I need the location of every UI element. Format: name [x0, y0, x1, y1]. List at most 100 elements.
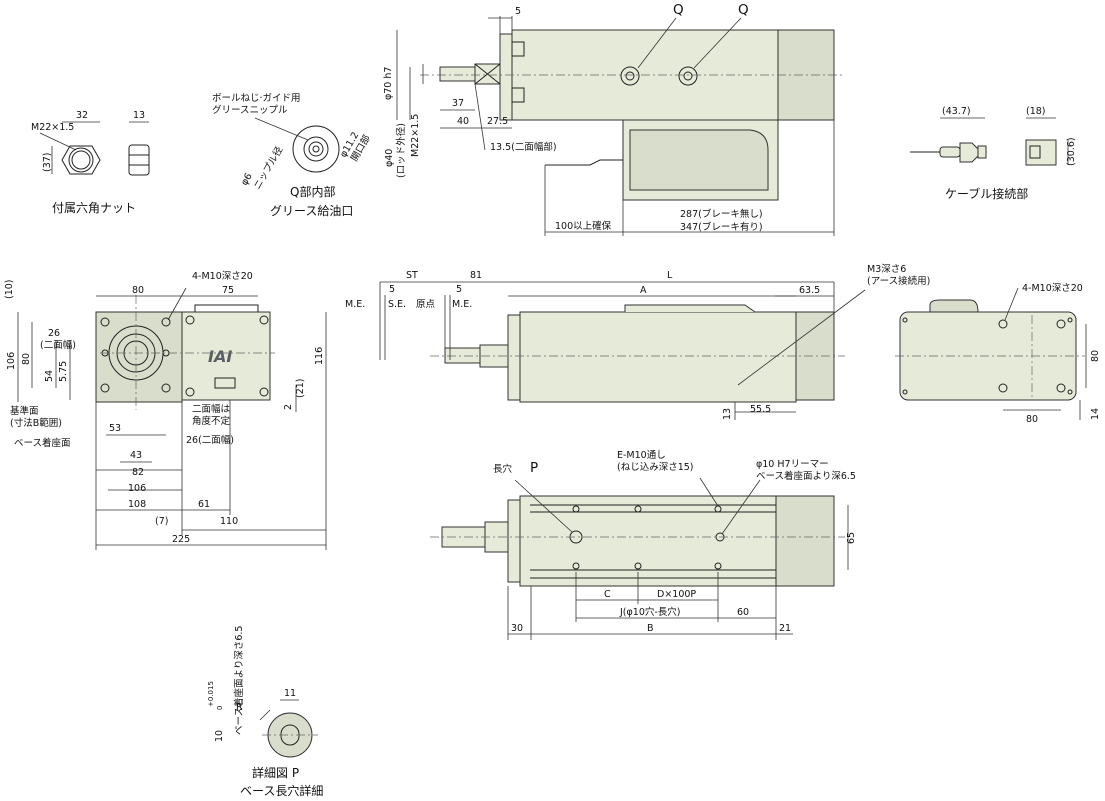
- top-dim-347: 347(ブレーキ有り): [680, 221, 763, 233]
- side-dim-5b: 5: [456, 284, 462, 295]
- top-view: Q Q 5 φ70 h7 φ40 (ロッド外径) M22×1.5 37 40 2…: [383, 2, 845, 236]
- front-view: IAI (10) 4-M10深さ20 80 75 26 (二面幅) 106 80…: [4, 271, 327, 550]
- top-dim-rod-label: (ロッド外径): [395, 123, 407, 178]
- cable-connection-view: (43.7) (18) (30.6) ケーブル接続部: [910, 106, 1077, 201]
- nipple-diameter-label: ニップル径: [251, 144, 285, 192]
- front-dim-108: 108: [128, 499, 146, 510]
- nut-width-label: 32: [76, 110, 88, 121]
- front-dim-54: 54: [44, 370, 55, 382]
- front-base-face: ベース着座面: [14, 437, 71, 449]
- side-dim-63-5: 63.5: [799, 285, 820, 296]
- bottom-view: 長穴 P E-M10通し (ねじ込み深さ15) φ10 H7リーマー ベース着座…: [430, 450, 857, 640]
- hex-nut-view: M22×1.5 32 13 (37) 付属六角ナット: [31, 110, 150, 215]
- iai-logo: IAI: [208, 347, 232, 366]
- bottom-dim-21: 21: [779, 623, 791, 634]
- q-detail-title2: グリース給油口: [270, 204, 353, 218]
- detail-p: 11 R 10 +0.015 0 ベース着座面より深さ6.5 詳細図 P ベース…: [207, 626, 323, 798]
- front-note2: 角度不定: [192, 415, 231, 427]
- top-dim-rod: φ40: [384, 149, 395, 167]
- front-ref-face: 基準面: [10, 405, 39, 417]
- front-dim-61: 61: [198, 499, 210, 510]
- side-dim-l: L: [667, 270, 673, 281]
- nipple-diameter: φ6: [239, 171, 255, 187]
- cable-title: ケーブル接続部: [945, 186, 1028, 201]
- side-ground-note: (アース接続用): [867, 275, 930, 287]
- side-origin: 原点: [416, 299, 436, 310]
- bottom-detail-marker: P: [530, 460, 538, 476]
- side-dim-a: A: [640, 285, 647, 296]
- rear-tap-label: 4-M10深さ20: [1022, 283, 1083, 294]
- side-dim-st: ST: [406, 270, 418, 281]
- top-dim-clearance: 100以上確保: [555, 220, 612, 232]
- rear-dim-80v: 80: [1090, 350, 1101, 362]
- bottom-thru-tap-depth: (ねじ込み深さ15): [617, 462, 694, 473]
- front-dim-21: (21): [295, 378, 306, 398]
- nut-thread-label: M22×1.5: [31, 122, 74, 133]
- side-ground-tap: M3深さ6: [867, 264, 906, 275]
- bottom-slot-label: 長穴: [493, 463, 513, 475]
- detail-dim-11: 11: [284, 688, 296, 699]
- grease-port-detail: ボールねじ·ガイド用 グリースニップル φ6 ニップル径 φ11.2 開口部 Q…: [212, 93, 373, 218]
- rear-dim-80h: 80: [1026, 414, 1038, 425]
- bottom-thru-tap: E-M10通し: [617, 450, 666, 461]
- q-detail-title1: Q部内部: [290, 184, 335, 199]
- side-dim-13: 13: [722, 408, 733, 420]
- bottom-dim-30: 30: [511, 623, 523, 634]
- detail-dim-10: 10: [214, 730, 225, 742]
- front-dim-106h: 106: [128, 483, 146, 494]
- detail-tol-upper: +0.015: [207, 681, 215, 707]
- front-dim-116: 116: [314, 347, 325, 365]
- front-dim-26: 26: [48, 328, 60, 339]
- top-dim-m22: M22×1.5: [410, 114, 421, 157]
- top-dim-37: 37: [452, 98, 464, 109]
- side-se: S.E.: [388, 299, 406, 310]
- top-dim-287: 287(ブレーキ無し): [680, 208, 763, 220]
- cable-dim-18: (18): [1026, 106, 1046, 117]
- nut-thickness-label: 13: [133, 110, 145, 121]
- side-view: ST 81 L 5 5 M.E. S.E. 原点 M.E. A 63.5 M3深…: [345, 264, 930, 420]
- cable-dim-43-7: (43.7): [942, 106, 971, 117]
- front-dim-10: (10): [4, 279, 15, 299]
- top-dim-27-5: 27.5: [487, 116, 508, 127]
- front-tap-label: 4-M10深さ20: [192, 271, 253, 282]
- bottom-dim-65: 65: [846, 532, 857, 544]
- front-dim-110: 110: [220, 516, 238, 527]
- bottom-dim-d: D×100P: [657, 589, 696, 600]
- detail-subtitle: ベース長穴詳細: [240, 783, 323, 798]
- bottom-dim-b: B: [647, 623, 654, 634]
- grease-nipple-note2: グリースニップル: [212, 104, 288, 116]
- detail-depth-note: ベース着座面より深さ6.5: [233, 626, 245, 735]
- front-note1: 二面幅は: [192, 403, 231, 415]
- front-dim-26-label: (二面幅): [40, 339, 76, 351]
- top-dim-5: 5: [515, 6, 521, 17]
- top-dim-13-5: 13.5(二面幅部): [490, 141, 557, 153]
- side-me2: M.E.: [452, 299, 472, 310]
- detail-r-label: R: [236, 702, 243, 713]
- front-dim-2: 2: [283, 404, 294, 410]
- nut-title: 付属六角ナット: [52, 201, 136, 215]
- side-me1: M.E.: [345, 299, 365, 310]
- front-dim-5-75: 5.75: [58, 361, 69, 382]
- front-dim-7: (7): [155, 516, 168, 527]
- front-dim-26-width: 26(二面幅): [186, 434, 234, 446]
- side-dim-5a: 5: [389, 284, 395, 295]
- grease-port-marker-1: Q: [673, 2, 684, 18]
- front-ref-range: (寸法B範囲): [10, 417, 62, 429]
- front-dim-80v: 80: [21, 353, 32, 365]
- side-dim-81: 81: [470, 270, 482, 281]
- front-dim-43: 43: [130, 450, 142, 461]
- bottom-dim-60: 60: [737, 607, 749, 618]
- front-dim-225: 225: [172, 534, 190, 545]
- cable-dim-30-6: (30.6): [1066, 137, 1077, 166]
- detail-tol-lower: 0: [216, 706, 224, 710]
- rear-dim-14: 14: [1090, 408, 1101, 420]
- front-dim-80: 80: [132, 285, 144, 296]
- front-dim-75: 75: [222, 285, 234, 296]
- front-dim-82: 82: [132, 467, 144, 478]
- bottom-dim-c: C: [604, 589, 611, 600]
- bottom-reamer: φ10 H7リーマー: [756, 459, 829, 470]
- side-dim-55-5: 55.5: [750, 404, 771, 415]
- grease-port-marker-2: Q: [738, 2, 749, 18]
- bottom-dim-j: J(φ10穴-長穴): [619, 606, 681, 618]
